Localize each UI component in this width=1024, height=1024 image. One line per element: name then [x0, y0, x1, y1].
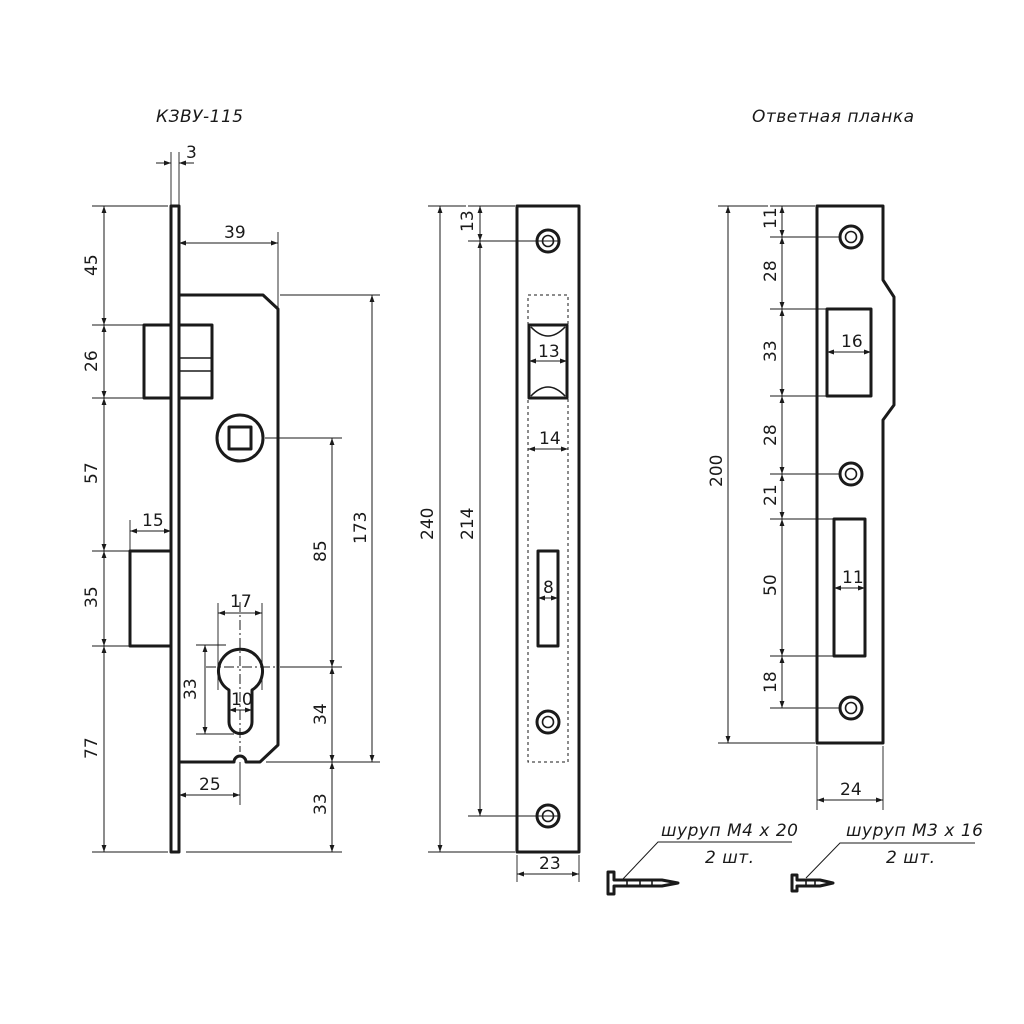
dim-240: 240 [418, 508, 438, 540]
screw-hole-icon [838, 461, 864, 487]
strike-outline [815, 204, 896, 745]
screw-hole-icon [838, 224, 864, 250]
dim-17: 17 [230, 592, 252, 612]
lock-case [179, 293, 280, 764]
dim-13-top: 13 [458, 210, 478, 232]
latch-bolt [128, 549, 173, 648]
case-hidden-outline [527, 294, 569, 763]
screw-m3-label: шуруп М3 х 16 [846, 821, 983, 841]
dim-21: 21 [761, 484, 781, 506]
dim-85: 85 [311, 540, 331, 562]
screw-m3-icon [790, 873, 835, 893]
dim-23: 23 [539, 854, 561, 874]
dim-77: 77 [82, 737, 102, 759]
dim-214: 214 [458, 508, 478, 540]
dim-10: 10 [231, 690, 253, 710]
dim-16: 16 [841, 332, 863, 352]
screw-m4-label: шуруп М4 х 20 [661, 821, 798, 841]
dim-26: 26 [82, 350, 102, 372]
lock-dimensions: 3 39 45 26 57 35 77 15 17 33 [82, 143, 380, 853]
lock-title: КЗВУ-115 [156, 107, 244, 127]
lock-faceplate [169, 204, 181, 854]
dim-57: 57 [82, 462, 102, 484]
dim-3: 3 [186, 143, 197, 163]
dim-24: 24 [840, 780, 862, 800]
dim-39: 39 [224, 223, 246, 243]
dim-173: 173 [351, 512, 371, 544]
screw-m4-icon [606, 870, 680, 896]
screw-m4-qty: 2 шт. [705, 848, 755, 868]
strike-plate-view [815, 204, 896, 745]
dim-45: 45 [82, 254, 102, 276]
strike-dimensions: 11 28 33 28 21 50 18 200 16 11 24 [707, 205, 884, 810]
dim-35: 35 [82, 586, 102, 608]
dim-8: 8 [543, 578, 554, 598]
faceplate-front-view [515, 204, 581, 854]
dim-25: 25 [199, 775, 221, 795]
deadbolt [142, 323, 173, 400]
faceplate-outline [515, 204, 581, 854]
dim-33-strike: 33 [761, 340, 781, 362]
dim-34: 34 [311, 703, 331, 725]
spindle-hub-icon [215, 413, 265, 463]
strike-title: Ответная планка [752, 107, 915, 127]
dim-50: 50 [761, 574, 781, 596]
dim-200: 200 [707, 455, 727, 487]
latch-block [177, 323, 214, 400]
dim-11-strike: 11 [761, 207, 781, 229]
faceplate-dimensions: 13 214 240 13 14 8 23 [418, 205, 580, 882]
screw-hole-icon [838, 695, 864, 721]
screw-m3-callout: шуруп М3 х 16 2 шт. [790, 821, 983, 893]
lock-body-view [128, 204, 280, 854]
dim-13-window: 13 [538, 342, 560, 362]
dim-14: 14 [539, 429, 561, 449]
dim-15: 15 [142, 511, 164, 531]
dim-18: 18 [761, 671, 781, 693]
dim-28-mid: 28 [761, 424, 781, 446]
screw-hole-icon [535, 709, 561, 735]
screw-m3-qty: 2 шт. [886, 848, 936, 868]
dim-28-top: 28 [761, 260, 781, 282]
dim-33-bottom: 33 [311, 793, 331, 815]
dim-33-keyhole: 33 [181, 678, 201, 700]
dim-11-window: 11 [842, 568, 864, 588]
screw-m4-callout: шуруп М4 х 20 2 шт. [606, 821, 798, 896]
